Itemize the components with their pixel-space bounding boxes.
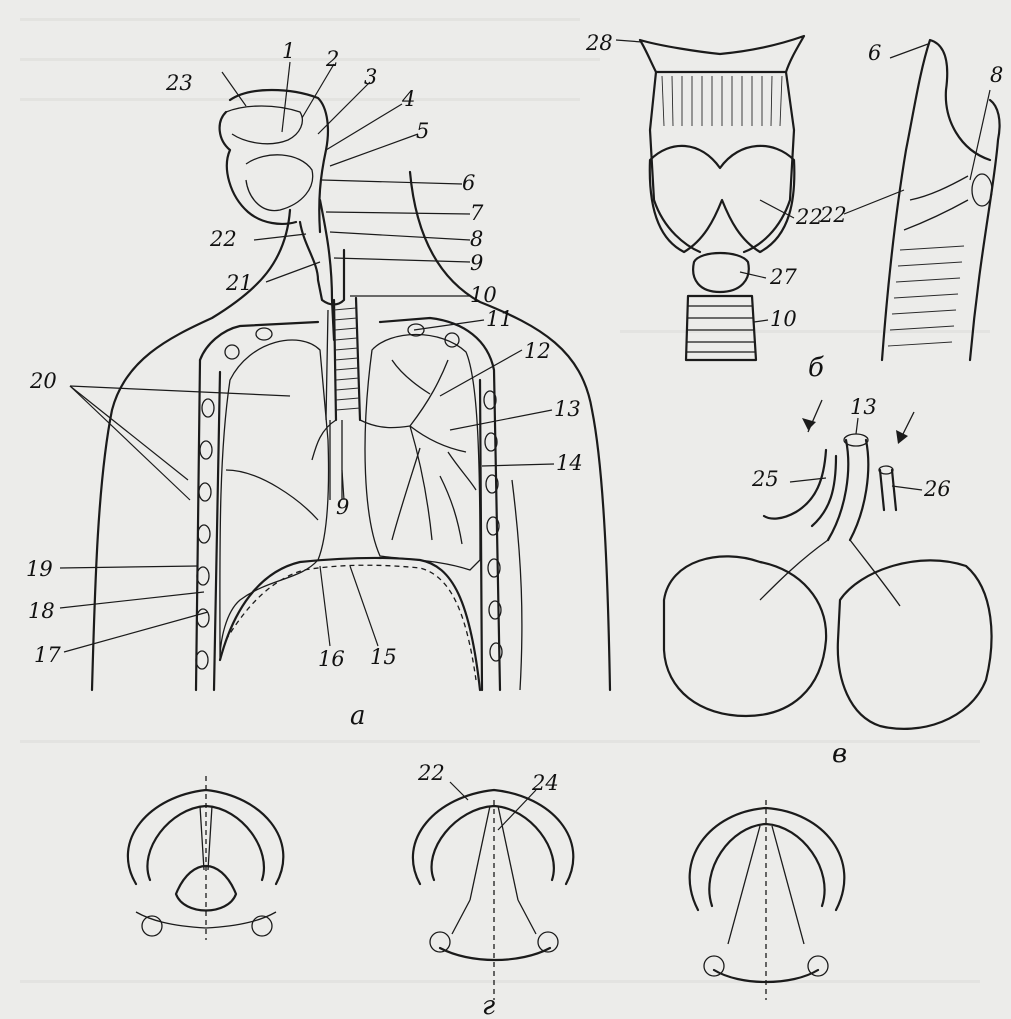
body-outline-right [410,172,610,690]
pharynx-back [320,200,334,340]
label-b-6: 6 [868,41,881,65]
left-lung [365,335,480,571]
label-16: 16 [318,647,345,671]
chest-wall-left-inner [214,372,220,690]
label-g-24: 24 [531,771,559,795]
label-v-25: 25 [751,467,779,491]
right-lung [220,340,329,660]
label-23: 23 [165,71,193,95]
right-lung-fissure [226,470,318,520]
panel-b-larynx [640,36,1000,360]
vein-branch [880,470,896,510]
chest-wall-left-outer [196,360,200,690]
alveolar-sac-right [838,560,992,729]
label-15: 15 [370,645,397,669]
label-b-22-side: 22 [819,203,847,227]
label-5: 5 [416,119,429,143]
panel-v-alveoli [664,400,991,729]
label-18: 18 [28,599,55,623]
label-19: 19 [26,557,53,581]
label-22: 22 [209,227,237,251]
section-label-g: г [482,991,495,1019]
label-b-22: 22 [795,205,823,229]
thyroid-cartilage [650,146,795,252]
label-9: 9 [470,251,483,275]
tracheal-rings [686,306,755,352]
alveolar-duct [760,540,900,606]
label-11: 11 [486,307,513,331]
label-b-8: 8 [990,63,1003,87]
panel-g-glottis [128,776,844,1000]
label-1: 1 [282,39,295,63]
vocal-fold-side [904,176,968,230]
label-8: 8 [470,227,483,251]
label-6: 6 [462,171,475,195]
label-b-27: 27 [769,265,797,289]
hyoid-bone [640,36,804,72]
glottis-closed [128,776,283,940]
body-outline-left [92,210,290,690]
main-bronchus-right [312,420,336,460]
label-7: 7 [470,201,484,225]
label-13: 13 [554,397,581,421]
trachea [334,298,360,420]
arm-line-right [512,480,522,690]
glottis-half-open [413,790,573,1000]
larynx-outline [300,222,344,305]
panel-v-labels: 13 25 26 в [751,395,951,769]
label-12: 12 [524,339,551,363]
section-label-b: б [808,353,824,383]
label-b-10: 10 [770,307,797,331]
label-4: 4 [401,87,415,111]
arrow-in-head [896,430,908,444]
nasal-cavity [226,106,302,144]
label-21: 21 [225,271,253,295]
label-14: 14 [556,451,583,475]
section-label-a: а [350,701,366,731]
oral-cavity [246,155,313,211]
label-9-lower: 9 [336,495,349,519]
glottis-open [690,800,845,1000]
label-3: 3 [364,65,377,89]
panel-a-leaders [60,62,554,652]
label-v-13: 13 [850,395,877,419]
section-label-v: в [832,739,847,769]
bronchial-tree [360,360,476,544]
bronchiole-main [828,440,868,540]
esophagus-side [970,100,1000,360]
label-g-22: 22 [417,761,445,785]
label-17: 17 [34,643,61,667]
label-2: 2 [325,47,339,71]
diaphragm [220,558,480,690]
label-10: 10 [470,283,497,307]
label-v-26: 26 [923,477,951,501]
label-b-28: 28 [585,31,613,55]
face-profile [220,112,296,224]
bronchiole-opening [844,434,868,446]
label-20: 20 [29,369,57,393]
cricoid-side [972,174,992,206]
alveolar-sac-left [664,556,826,716]
thyrohyoid-membrane [662,76,782,126]
